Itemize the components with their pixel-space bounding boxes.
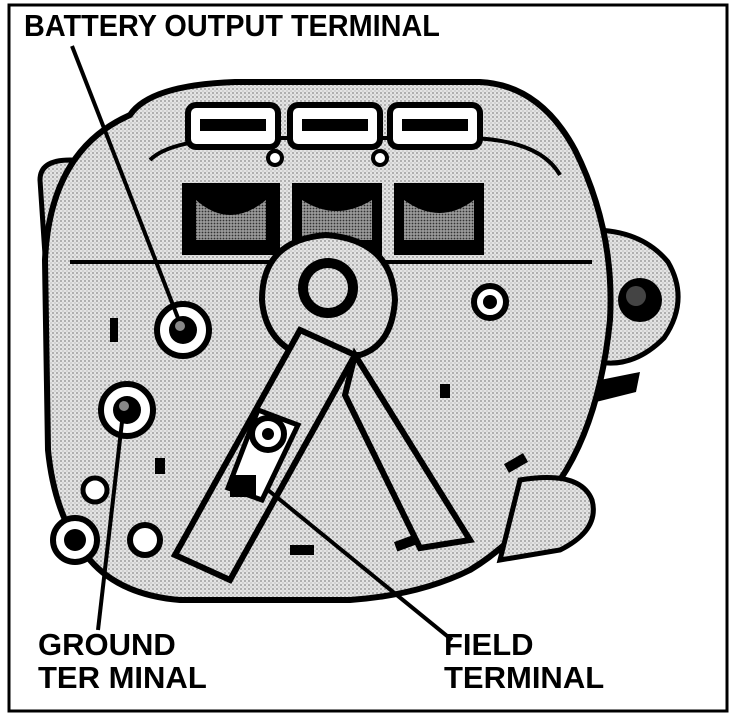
field-terminal-label-line-1: FIELD: [444, 627, 534, 662]
field-bracket: [170, 326, 475, 584]
field-terminal-label-line-2: TERMINAL: [444, 660, 605, 695]
top-vent-slots: [185, 102, 483, 167]
battery-leader-line: [70, 45, 180, 319]
ground-terminal-label-line-2: TER MINAL: [38, 660, 207, 695]
ground-terminal-label: GROUND TER MINAL: [38, 628, 207, 694]
cooling-openings: [182, 183, 484, 255]
field-terminal-label: FIELD TERMINAL: [444, 628, 604, 694]
ground-terminal: [98, 381, 156, 439]
field-leader-line: [266, 488, 454, 642]
center-boss: [258, 231, 399, 358]
battery-output-terminal: [154, 301, 212, 359]
ground-leader-line: [96, 421, 124, 631]
figure-border: [7, 3, 729, 713]
ground-terminal-label-line-1: GROUND: [38, 627, 176, 662]
battery-output-terminal-label: BATTERY OUTPUT TERMINAL: [24, 8, 440, 43]
bottom-right-lug: [496, 372, 640, 564]
